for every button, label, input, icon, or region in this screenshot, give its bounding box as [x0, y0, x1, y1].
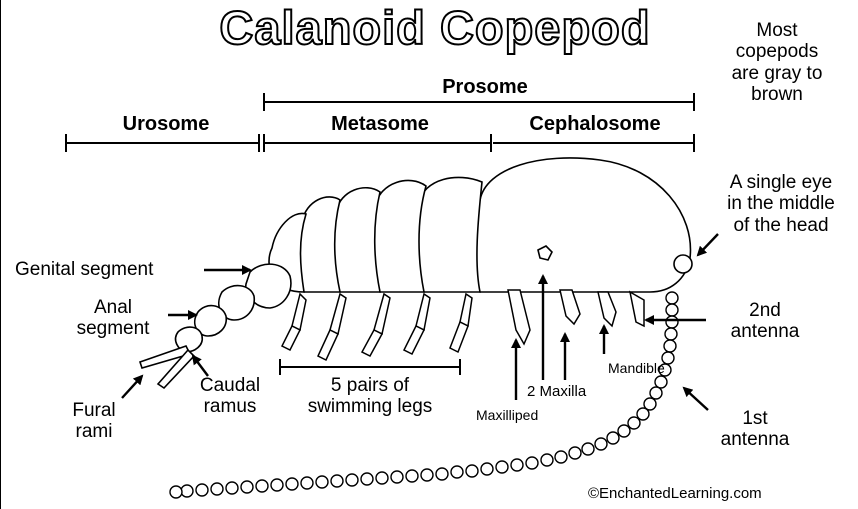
swimming-legs — [282, 294, 472, 360]
maxilla-label: 2 Maxilla — [527, 384, 586, 401]
fural-rami-label: Fural rami — [52, 400, 136, 443]
urosome-bar — [66, 134, 259, 152]
cephalosome-shape — [473, 158, 690, 292]
diagram-title: Calanoid Copepod — [195, 2, 675, 55]
anal-segment-label: Anal segment — [58, 297, 168, 340]
metasome-segment-4 — [415, 177, 482, 292]
maxilliped-label: Maxilliped — [476, 408, 538, 424]
legs-bracket — [280, 359, 460, 375]
maxilliped-shape — [508, 290, 530, 344]
maxilla-shape — [560, 290, 580, 324]
genital-segment-label: Genital segment — [15, 259, 153, 280]
credit-text: ©EnchantedLearning.com — [588, 486, 762, 503]
mandible-label: Mandible — [608, 361, 665, 377]
swimming-legs-label: 5 pairs of swimming legs — [282, 375, 458, 418]
color-note: Most copepods are gray to brown — [708, 20, 846, 105]
first-antenna-arrow — [684, 388, 708, 410]
eye-arrow — [698, 234, 718, 255]
mandible-shape — [598, 292, 616, 326]
cephalosome-label: Cephalosome — [500, 113, 690, 135]
eye-spot — [674, 255, 692, 273]
caudal-arrow — [193, 356, 208, 376]
copepod-body — [140, 158, 692, 388]
metasome-segment-3 — [372, 180, 426, 292]
urosome-label: Urosome — [86, 113, 246, 135]
caudal-ramus-label: Caudal ramus — [180, 375, 280, 418]
metasome-segment-1 — [298, 197, 340, 292]
first-antenna-label: 1st antenna — [700, 408, 810, 451]
fural-arrow — [122, 376, 142, 398]
second-antenna-shape — [630, 292, 644, 326]
metasome-bar — [264, 134, 491, 152]
metasome-label: Metasome — [290, 113, 470, 135]
cephalosome-bar — [493, 134, 694, 152]
prosome-label: Prosome — [380, 76, 590, 98]
second-antenna-label: 2nd antenna — [705, 300, 825, 343]
eye-label: A single eye in the middle of the head — [705, 172, 857, 236]
